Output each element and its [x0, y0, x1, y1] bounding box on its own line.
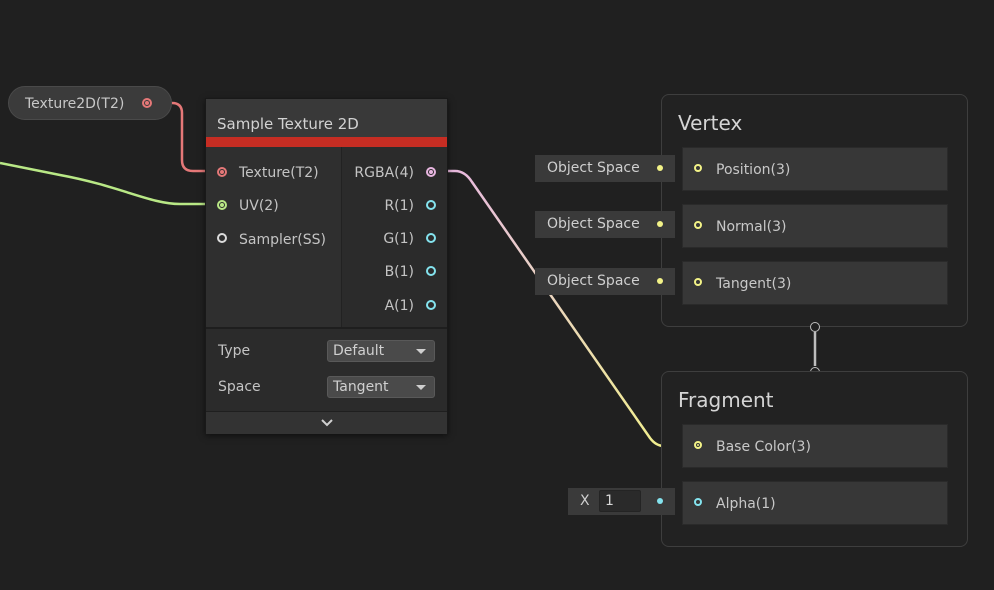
node-expand-toggle[interactable] — [206, 411, 447, 434]
base-color-input-port[interactable] — [694, 441, 702, 449]
normal-space-label: Object Space — [547, 216, 640, 232]
alpha-value-text: 1 — [605, 493, 614, 509]
node-settings: Type Default Space Tangent — [206, 329, 447, 411]
g-output-port[interactable] — [426, 233, 436, 243]
position-block[interactable]: Position(3) — [682, 147, 948, 191]
position-input-port[interactable] — [694, 164, 702, 172]
r-output-port[interactable] — [426, 200, 436, 210]
space-dropdown[interactable]: Tangent — [327, 376, 435, 398]
tangent-space-label: Object Space — [547, 273, 640, 289]
tangent-block[interactable]: Tangent(3) — [682, 261, 948, 305]
node-color-bar — [206, 137, 447, 147]
texture-input-port[interactable] — [217, 167, 227, 177]
vertex-context[interactable]: Vertex Position(3) Normal(3) Tangent(3) — [661, 94, 968, 327]
alpha-value-port — [657, 498, 663, 504]
fragment-title: Fragment — [678, 388, 774, 412]
type-dropdown-value: Default — [333, 343, 385, 359]
position-object-space-input[interactable]: Object Space — [535, 155, 675, 182]
rgba-output-port[interactable] — [426, 167, 436, 177]
property-output-port[interactable] — [142, 98, 152, 108]
uv-input-port[interactable] — [217, 200, 227, 210]
position-space-port — [657, 165, 663, 171]
g-output-label: G(1) — [383, 231, 414, 247]
a-output-label: A(1) — [384, 298, 414, 314]
normal-input-port[interactable] — [694, 221, 702, 229]
edge-rgba-to-basecolor[interactable] — [431, 169, 698, 448]
dropdown-arrow-icon — [416, 385, 426, 390]
b-output-label: B(1) — [384, 264, 414, 280]
alpha-value-field[interactable]: 1 — [599, 490, 641, 512]
r-output-label: R(1) — [384, 198, 414, 214]
normal-object-space-input[interactable]: Object Space — [535, 211, 675, 238]
tangent-object-space-input[interactable]: Object Space — [535, 268, 675, 295]
property-label: Texture2D(T2) — [25, 96, 125, 112]
edge-uv[interactable] — [0, 161, 221, 206]
dropdown-arrow-icon — [416, 349, 426, 354]
output-slots: RGBA(4) R(1) G(1) B(1) A(1) — [342, 147, 447, 327]
rgba-output-label: RGBA(4) — [354, 165, 414, 181]
tangent-input-port[interactable] — [694, 278, 702, 286]
texture-input-label: Texture(T2) — [239, 165, 319, 181]
a-output-port[interactable] — [426, 300, 436, 310]
b-output-port[interactable] — [426, 266, 436, 276]
input-slots: Texture(T2) UV(2) Sampler(SS) — [206, 147, 342, 327]
node-divider — [206, 327, 447, 329]
alpha-axis-label: X — [580, 493, 590, 509]
space-dropdown-value: Tangent — [333, 379, 389, 395]
space-label: Space — [218, 379, 261, 395]
tangent-space-port — [657, 278, 663, 284]
base-color-label: Base Color(3) — [716, 439, 811, 455]
uv-input-label: UV(2) — [239, 198, 279, 214]
node-header[interactable]: Sample Texture 2D — [206, 99, 447, 137]
sample-texture-2d-node[interactable]: Sample Texture 2D Texture(T2) UV(2) Samp… — [205, 98, 448, 434]
vertex-flow-port[interactable] — [810, 322, 820, 332]
type-label: Type — [218, 343, 251, 359]
alpha-label: Alpha(1) — [716, 496, 776, 512]
type-dropdown[interactable]: Default — [327, 340, 435, 362]
edge-texture[interactable] — [171, 101, 221, 173]
alpha-block[interactable]: Alpha(1) — [682, 481, 948, 525]
vertex-title: Vertex — [678, 111, 743, 135]
normal-space-port — [657, 221, 663, 227]
normal-label: Normal(3) — [716, 219, 787, 235]
sampler-input-port[interactable] — [217, 233, 227, 243]
chevron-down-icon — [321, 419, 333, 427]
tangent-label: Tangent(3) — [716, 276, 792, 292]
texture2d-property-node[interactable]: Texture2D(T2) — [8, 86, 172, 120]
fragment-context[interactable]: Fragment Base Color(3) Alpha(1) — [661, 371, 968, 547]
normal-block[interactable]: Normal(3) — [682, 204, 948, 248]
sampler-input-label: Sampler(SS) — [239, 232, 326, 248]
alpha-value-input: X 1 — [568, 488, 675, 515]
position-space-label: Object Space — [547, 160, 640, 176]
position-label: Position(3) — [716, 162, 791, 178]
node-title: Sample Texture 2D — [217, 115, 359, 133]
base-color-block[interactable]: Base Color(3) — [682, 424, 948, 468]
alpha-input-port[interactable] — [694, 498, 702, 506]
